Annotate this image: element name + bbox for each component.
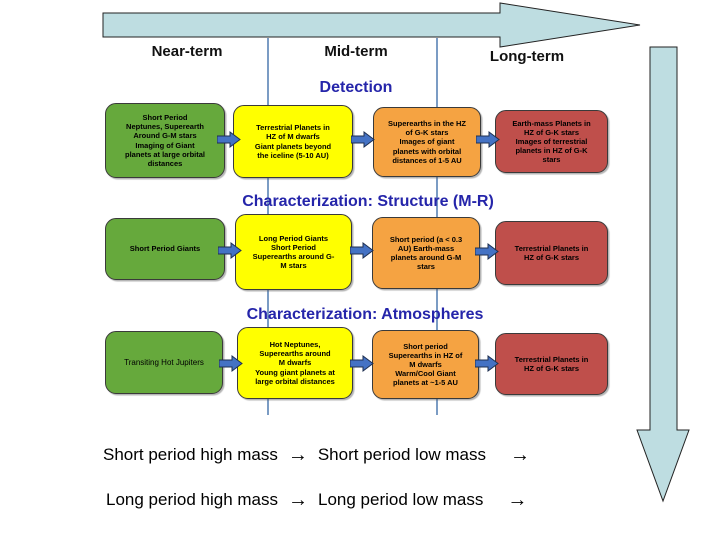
legend-short-low-mass: Short period low mass xyxy=(317,445,487,464)
detection-mid-term-box-1: Terrestrial Planets in HZ of M dwarfs Gi… xyxy=(233,105,353,178)
structure-long-term-box: Terrestrial Planets in HZ of G-K stars xyxy=(495,221,608,285)
atmospheres-mid-term-box-2: Short period Superearths in HZ of M dwar… xyxy=(372,330,479,399)
right-arrow-icon: → xyxy=(510,444,531,466)
atmospheres-near-term-box: Transiting Hot Jupiters xyxy=(105,331,223,394)
connector-arrow-icon xyxy=(350,242,374,259)
structure-near-term-box: Short Period Giants xyxy=(105,218,225,280)
connector-arrow-icon xyxy=(476,131,500,148)
legend-row-long-period: Long period high mass → Long period low … xyxy=(106,490,527,510)
connector-arrow-icon xyxy=(218,242,242,259)
connector-arrow-icon xyxy=(351,131,375,148)
detection-mid-term-box-2: Superearths in the HZ of G-K stars Image… xyxy=(373,107,481,177)
detection-near-term-box: Short Period Neptunes, Superearth Around… xyxy=(105,103,225,178)
right-arrow-icon: → xyxy=(507,489,528,511)
detection-long-term-box: Earth-mass Planets in HZ of G-K stars Im… xyxy=(495,110,608,173)
connector-arrow-icon xyxy=(219,355,243,372)
atmospheres-long-term-box: Terrestrial Planets in HZ of G-K stars xyxy=(495,333,608,395)
section-title-structure: Characterization: Structure (M-R) xyxy=(242,193,494,210)
section-title-detection: Detection xyxy=(319,79,393,96)
connector-arrow-icon xyxy=(475,243,499,260)
legend-long-low-mass: Long period low mass xyxy=(318,490,484,509)
timeline-label-mid-term: Mid-term xyxy=(324,43,388,60)
structure-mid-term-box-1: Long Period Giants Short Period Superear… xyxy=(235,214,352,290)
section-title-atmospheres: Characterization: Atmospheres xyxy=(246,306,484,323)
right-arrow-icon: → xyxy=(287,444,308,466)
legend-short-high-mass: Short period high mass xyxy=(103,445,278,464)
connector-arrow-icon xyxy=(217,131,241,148)
legend-long-high-mass: Long period high mass xyxy=(106,490,279,509)
timeline-label-near-term: Near-term xyxy=(151,43,223,60)
right-arrow-icon: → xyxy=(288,489,309,511)
structure-mid-term-box-2: Short period (a < 0.3 AU) Earth-mass pla… xyxy=(372,217,480,289)
connector-arrow-icon xyxy=(475,355,499,372)
connector-arrow-icon xyxy=(350,355,374,372)
timeline-label-long-term: Long-term xyxy=(489,48,565,65)
timeline-right-arrow-icon xyxy=(102,2,641,48)
atmospheres-mid-term-box-1: Hot Neptunes, Superearths around M dwarf… xyxy=(237,327,353,399)
legend-row-short-period: Short period high mass → Short period lo… xyxy=(103,445,530,465)
progression-down-arrow-icon xyxy=(636,46,690,503)
